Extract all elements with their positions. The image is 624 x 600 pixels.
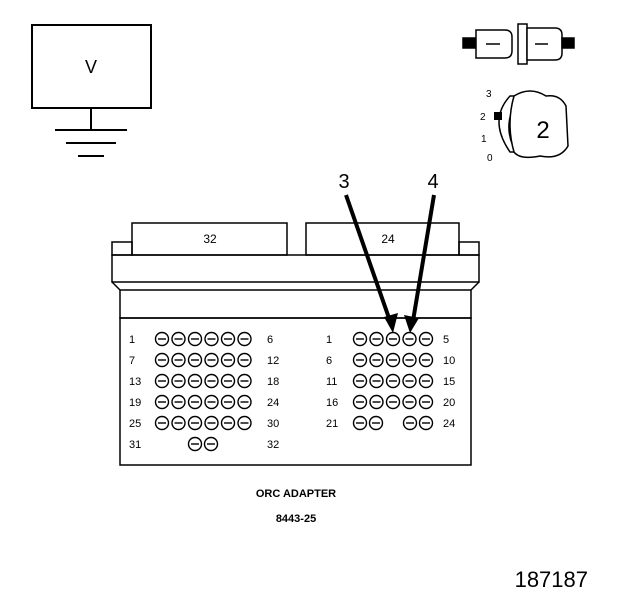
arrow-4 xyxy=(404,194,436,333)
row-end-label: 15 xyxy=(443,376,455,388)
plug-label-24: 24 xyxy=(381,232,395,246)
connector-plug-32 xyxy=(131,222,288,256)
row-start-label: 6 xyxy=(326,355,332,367)
row-end-label: 18 xyxy=(267,376,279,388)
position-label-2: 2 xyxy=(480,112,486,123)
row-end-label: 30 xyxy=(267,418,279,430)
row-end-label: 20 xyxy=(443,397,455,409)
row-start-label: 13 xyxy=(129,376,141,388)
position-label-3: 3 xyxy=(486,89,492,100)
position-label-1: 1 xyxy=(481,134,487,145)
row-end-label: 32 xyxy=(267,439,279,451)
row-start-label: 25 xyxy=(129,418,141,430)
row-end-label: 24 xyxy=(443,418,455,430)
row-start-label: 11 xyxy=(326,376,337,388)
pin-block-32: 1 6 7 12 13 18 19 24 25 30 31 32 xyxy=(129,331,279,452)
arrow-label-3: 3 xyxy=(338,171,349,193)
voltmeter-symbol: V xyxy=(85,57,97,77)
plug-label-32: 32 xyxy=(203,232,217,246)
row-start-label: 31 xyxy=(129,439,141,451)
row-end-label: 5 xyxy=(443,334,449,346)
plug-connector-icon xyxy=(462,23,575,65)
figure-number: 187187 xyxy=(515,567,588,592)
row-start-label: 16 xyxy=(326,397,338,409)
orc-adapter xyxy=(111,222,480,466)
row-start-label: 21 xyxy=(326,418,338,430)
arrow-3 xyxy=(344,194,398,333)
ground-icon xyxy=(55,129,127,157)
row-start-label: 1 xyxy=(129,334,135,346)
caption-title: ORC ADAPTER xyxy=(256,488,336,500)
arrow-label-4: 4 xyxy=(427,171,438,193)
position-label-0: 0 xyxy=(487,153,493,164)
row-end-label: 24 xyxy=(267,397,279,409)
row-end-label: 12 xyxy=(267,355,279,367)
row-end-label: 6 xyxy=(267,334,273,346)
voltmeter: V xyxy=(31,24,152,157)
connector-plug-24 xyxy=(305,222,460,256)
row-start-label: 1 xyxy=(326,334,332,346)
row-start-label: 19 xyxy=(129,397,141,409)
selected-position: 2 xyxy=(536,117,549,144)
row-end-label: 10 xyxy=(443,355,455,367)
rotary-switch-icon: 3 2 1 0 2 xyxy=(480,89,569,164)
row-start-label: 7 xyxy=(129,355,135,367)
caption-part-number: 8443-25 xyxy=(276,513,316,525)
